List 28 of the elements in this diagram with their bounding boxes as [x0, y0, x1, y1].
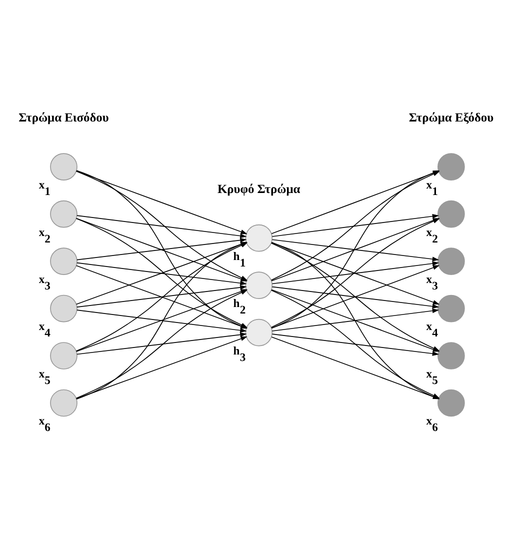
label: Κρυφό Στρώμα — [217, 182, 300, 196]
node-circle — [50, 294, 78, 322]
node-circle — [50, 342, 78, 370]
node-circle — [50, 200, 78, 228]
arrow — [272, 239, 440, 262]
arrow — [272, 308, 440, 332]
node-circle — [245, 272, 273, 299]
arrow — [76, 215, 247, 238]
arrow — [76, 170, 248, 234]
node-circle — [437, 248, 465, 275]
label: Στρώμα Εξόδου — [408, 110, 494, 125]
arrow — [272, 286, 440, 309]
node-circle — [437, 389, 465, 417]
arrow — [76, 332, 247, 355]
arrow — [271, 242, 440, 305]
node-circle — [437, 342, 465, 370]
node-circle — [50, 153, 78, 180]
node-circle — [245, 224, 273, 252]
arrow — [76, 336, 248, 400]
node-circle — [50, 389, 78, 417]
node-circle — [245, 318, 273, 346]
arrow — [272, 261, 440, 284]
node-circle — [437, 200, 465, 228]
node-circle — [437, 294, 465, 322]
label: Στρώμα Εισόδου — [18, 110, 109, 125]
arrow — [271, 265, 440, 329]
node-circle — [50, 248, 78, 275]
node-circle — [437, 153, 465, 180]
